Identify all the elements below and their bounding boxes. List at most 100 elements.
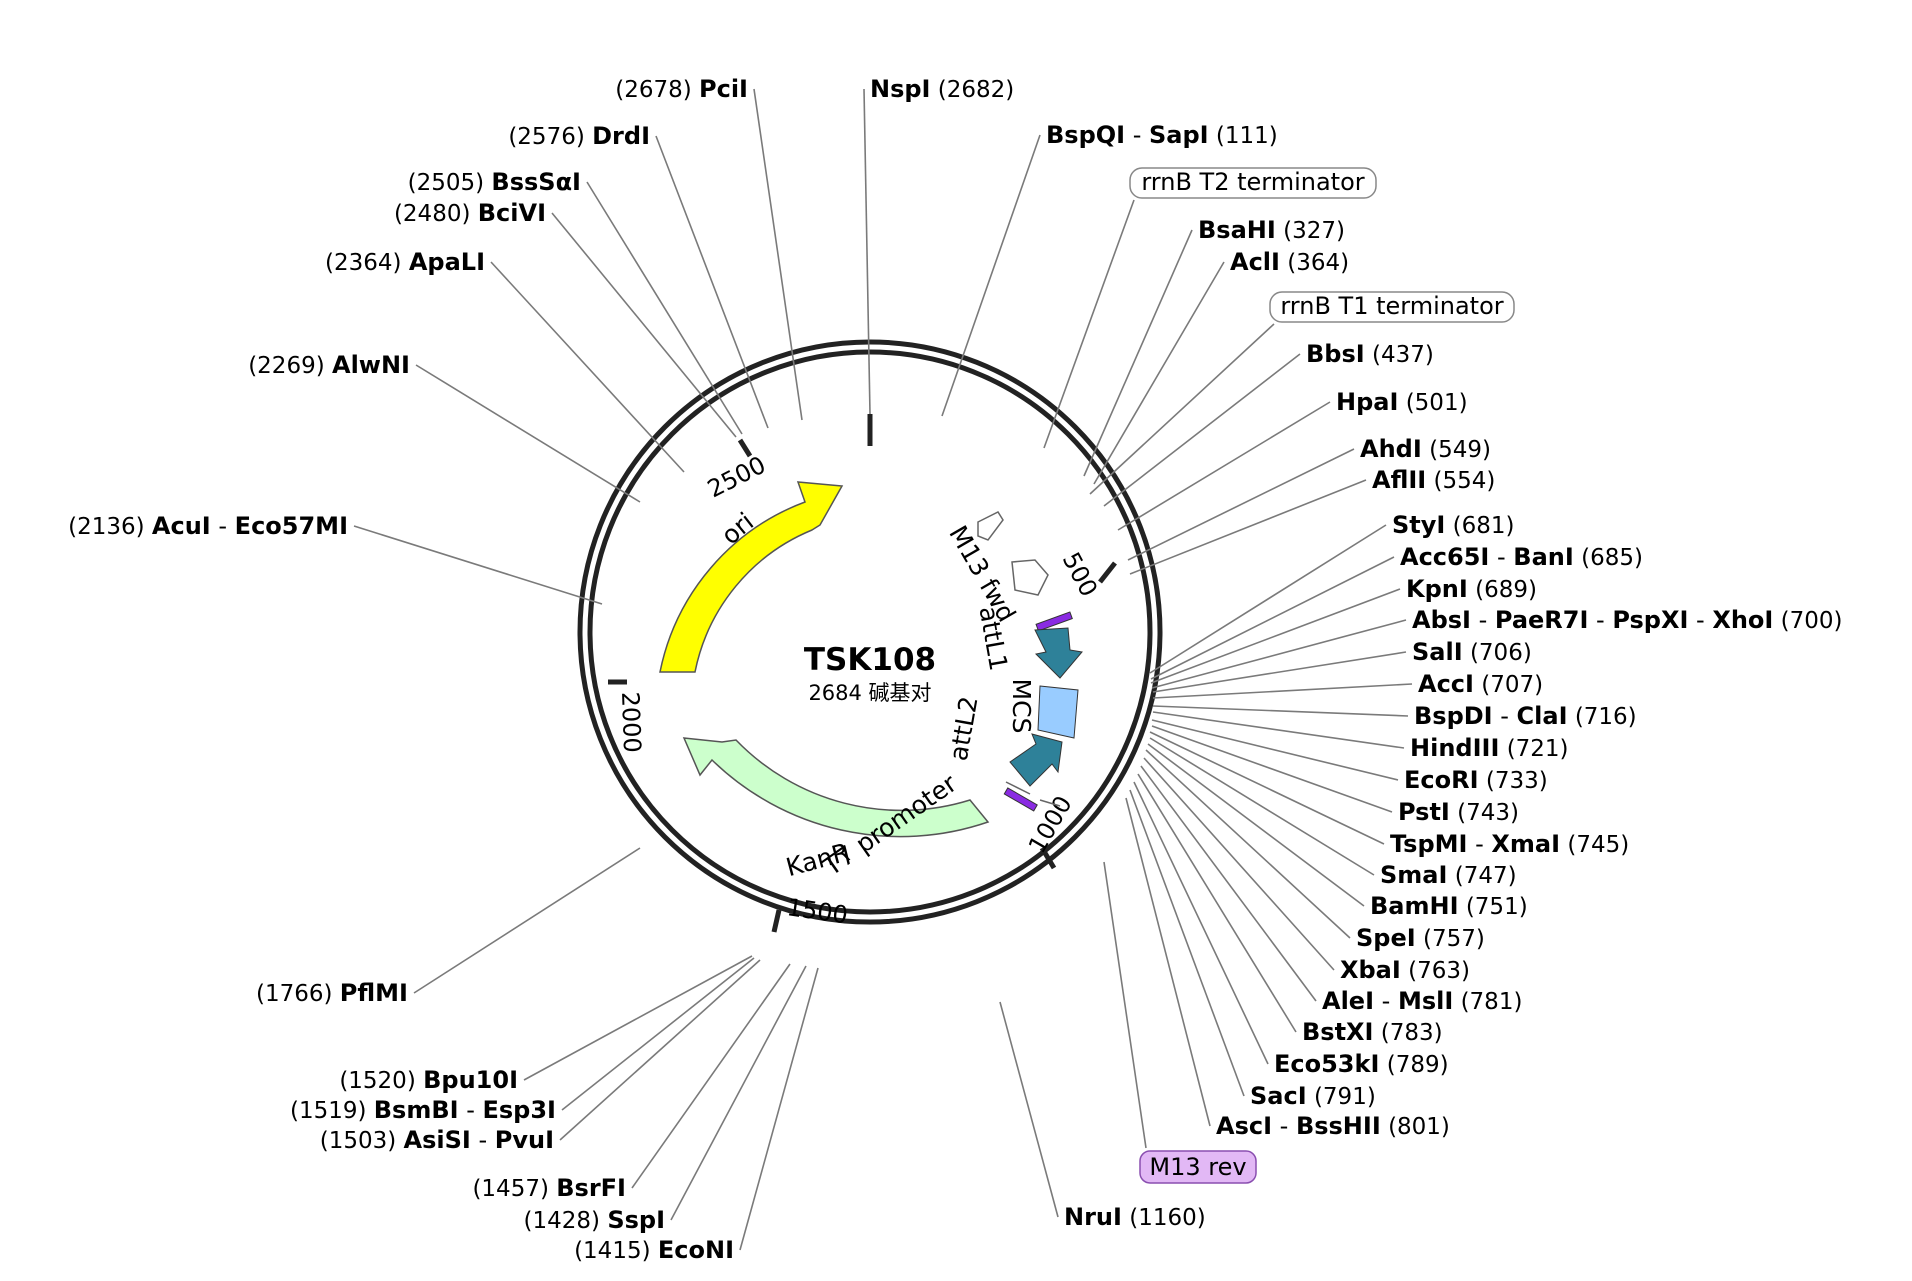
site-gap xyxy=(1422,437,1429,463)
site-label-eco53ki: Eco53kI (789) xyxy=(1274,1050,1449,1078)
attl2-label: attL2 xyxy=(944,694,984,763)
site-position: (781) xyxy=(1461,989,1523,1015)
site-gap xyxy=(145,514,152,540)
enzyme-name: AsiSI xyxy=(404,1126,471,1154)
site-position: (689) xyxy=(1475,577,1537,603)
site-leader-line xyxy=(863,88,871,415)
site-leader-line xyxy=(413,847,641,994)
site-separator: - xyxy=(1272,1112,1296,1140)
enzyme-name: BbsI xyxy=(1306,340,1365,368)
site-gap xyxy=(396,1128,403,1154)
site-position: (2269) xyxy=(248,353,324,379)
tick-1500 xyxy=(771,909,782,933)
site-position: (437) xyxy=(1372,342,1434,368)
site-leader-line xyxy=(1149,731,1385,845)
site-leader-line xyxy=(1140,765,1317,1002)
site-label-acli: AclI (364) xyxy=(1230,248,1349,276)
enzyme-name: XmaI xyxy=(1491,830,1560,858)
site-label-drdi: (2576) DrdI xyxy=(508,122,650,150)
site-separator: - xyxy=(459,1096,483,1124)
site-leader-line xyxy=(1137,773,1297,1033)
site-gap xyxy=(1365,342,1372,368)
site-separator: - xyxy=(211,512,235,540)
tick-label-2000: 2000 xyxy=(616,691,646,753)
enzyme-name: XbaI xyxy=(1340,956,1401,984)
svg-text:rrnB T1 terminator: rrnB T1 terminator xyxy=(1280,292,1503,320)
site-label-hindiii: HindIII (721) xyxy=(1410,734,1569,762)
enzyme-name: SpeI xyxy=(1356,924,1416,952)
site-position: (801) xyxy=(1388,1114,1450,1140)
enzyme-name: AleI xyxy=(1322,987,1374,1015)
site-gap xyxy=(1416,926,1423,952)
purple-feature-top xyxy=(1035,611,1073,632)
tick-label-2500: 2500 xyxy=(703,451,770,504)
site-leader-line xyxy=(1151,725,1393,813)
site-gap xyxy=(1479,768,1486,794)
site-leader-line xyxy=(1093,261,1225,485)
backbone-outer-ring xyxy=(577,339,1163,925)
site-position: (763) xyxy=(1408,958,1470,984)
site-leader-line xyxy=(739,967,819,1251)
site-label-acui-eco57mi: (2136) AcuI - Eco57MI xyxy=(68,512,348,540)
enzyme-name: NruI xyxy=(1064,1203,1122,1231)
site-leader-line xyxy=(655,135,769,429)
site-leader-line xyxy=(1150,556,1395,680)
site-position: (1428) xyxy=(524,1208,600,1234)
enzyme-name: NspI xyxy=(870,75,930,103)
site-gap xyxy=(930,77,937,103)
site-position: (501) xyxy=(1406,390,1468,416)
site-position: (721) xyxy=(1507,736,1569,762)
plasmid-size: 2684 碱基对 xyxy=(808,681,931,705)
site-position: (751) xyxy=(1466,894,1528,920)
site-gap xyxy=(600,1208,607,1234)
enzyme-name: DrdI xyxy=(592,122,650,150)
enzyme-name: PaeR7I xyxy=(1495,606,1589,634)
m13-fwd-arrow xyxy=(1011,559,1049,596)
site-leader-line xyxy=(1129,789,1245,1097)
attl2-arrow xyxy=(1009,733,1063,787)
site-leader-line xyxy=(559,959,761,1141)
enzyme-name: AhdI xyxy=(1360,435,1422,463)
site-separator: - xyxy=(1125,121,1149,149)
enzyme-name: AccI xyxy=(1418,670,1474,698)
site-gap xyxy=(1450,800,1457,826)
site-label-alwni: (2269) AlwNI xyxy=(248,351,410,379)
rrnb-t1-box: rrnB T1 terminator xyxy=(1089,291,1515,495)
site-position: (716) xyxy=(1575,704,1637,730)
site-gap xyxy=(1499,736,1506,762)
site-gap xyxy=(585,124,592,150)
site-position: (789) xyxy=(1387,1052,1449,1078)
site-leader-line xyxy=(1151,719,1399,781)
site-gap xyxy=(1280,250,1287,276)
site-gap xyxy=(1445,513,1452,539)
enzyme-name: SmaI xyxy=(1380,861,1447,889)
restriction-site-labels: BspQI - SapI (111)BsaHI (327)AclI (364)B… xyxy=(68,75,1842,1264)
enzyme-name: SalI xyxy=(1412,638,1463,666)
site-position: (1766) xyxy=(256,981,332,1007)
rrnb-t2-box: rrnB T2 terminator xyxy=(1043,167,1377,449)
site-gap xyxy=(1307,1084,1314,1110)
site-label-acci: AccI (707) xyxy=(1418,670,1543,698)
enzyme-name: BssHII xyxy=(1296,1112,1381,1140)
site-leader-line xyxy=(1103,353,1301,507)
site-position: (681) xyxy=(1453,513,1515,539)
site-separator: - xyxy=(1374,987,1398,1015)
site-gap xyxy=(1379,1052,1386,1078)
tick-1000 xyxy=(1039,846,1057,870)
site-label-tspmi-xmai: TspMI - XmaI (745) xyxy=(1390,830,1629,858)
site-position: (1457) xyxy=(472,1176,548,1202)
enzyme-name: SapI xyxy=(1149,121,1209,149)
site-position: (733) xyxy=(1486,768,1548,794)
site-leader-line xyxy=(353,525,603,605)
site-position: (2576) xyxy=(508,124,584,150)
enzyme-name: SacI xyxy=(1250,1082,1307,1110)
site-position: (554) xyxy=(1434,468,1496,494)
site-gap xyxy=(692,77,699,103)
enzyme-name: XhoI xyxy=(1712,606,1773,634)
site-leader-line xyxy=(1150,588,1401,684)
site-gap xyxy=(1426,468,1433,494)
site-gap xyxy=(1373,1020,1380,1046)
site-leader-line xyxy=(1152,711,1405,749)
enzyme-name: BssSαI xyxy=(491,168,581,196)
